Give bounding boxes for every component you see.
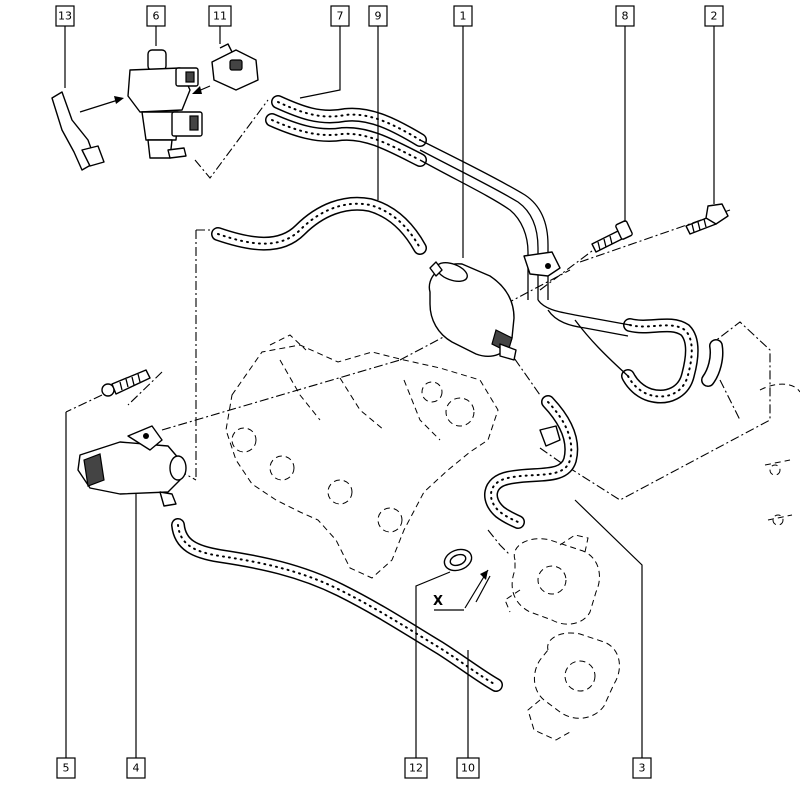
side-ghost-right xyxy=(759,383,800,526)
callout-13-label: 13 xyxy=(58,10,72,23)
solenoid-part-4 xyxy=(77,425,187,507)
callout-5: 5 xyxy=(56,757,76,779)
callout-10: 10 xyxy=(456,757,480,779)
hose-3 xyxy=(484,395,579,529)
hose-9 xyxy=(211,196,427,255)
callout-4: 4 xyxy=(126,757,146,779)
callout-3: 3 xyxy=(632,757,652,779)
rigid-pipes xyxy=(419,139,631,377)
callout-1: 1 xyxy=(453,5,473,27)
callout-13: 13 xyxy=(55,5,75,27)
hose-10 xyxy=(171,518,503,692)
bolt-part-8 xyxy=(591,220,633,253)
callout-11-label: 11 xyxy=(213,10,227,23)
pump-ghost-lower xyxy=(527,632,620,741)
callout-1-label: 1 xyxy=(460,10,467,23)
callout-5-label: 5 xyxy=(63,762,70,775)
detail-x-label: X xyxy=(433,594,443,609)
callout-7-label: 7 xyxy=(337,10,344,23)
callout-4-label: 4 xyxy=(133,762,140,775)
callout-11: 11 xyxy=(208,5,232,27)
callout-9: 9 xyxy=(368,5,388,27)
canister-part-1 xyxy=(428,261,517,361)
callout-8-label: 8 xyxy=(622,10,629,23)
callout-12: 12 xyxy=(404,757,428,779)
solenoid-valve-part-6 xyxy=(127,49,203,159)
clip-part-12 xyxy=(443,548,473,572)
callout-9-label: 9 xyxy=(375,10,382,23)
hose-7 xyxy=(265,95,427,167)
callout-7: 7 xyxy=(330,5,350,27)
bolt-part-5 xyxy=(101,369,151,397)
connector-part-11 xyxy=(211,43,259,91)
hose-fitting xyxy=(539,425,561,447)
direction-arrows xyxy=(79,85,211,113)
callout-10-label: 10 xyxy=(461,762,475,775)
callout-2-label: 2 xyxy=(711,10,718,23)
bracket-part-13 xyxy=(51,91,105,171)
callout-2: 2 xyxy=(704,5,724,27)
pump-ghost-upper xyxy=(504,534,600,625)
pipe-clamp xyxy=(523,251,561,277)
callout-6-label: 6 xyxy=(153,10,160,23)
leader-lines xyxy=(64,26,715,760)
callout-6: 6 xyxy=(146,5,166,27)
hose-right xyxy=(621,318,724,404)
bolt-part-2 xyxy=(685,203,729,235)
detail-x-indicator: X xyxy=(433,569,491,611)
callout-3-label: 3 xyxy=(639,762,646,775)
callout-8: 8 xyxy=(615,5,635,27)
engine-manifold-ghost xyxy=(225,334,499,579)
callout-12-label: 12 xyxy=(409,762,423,775)
